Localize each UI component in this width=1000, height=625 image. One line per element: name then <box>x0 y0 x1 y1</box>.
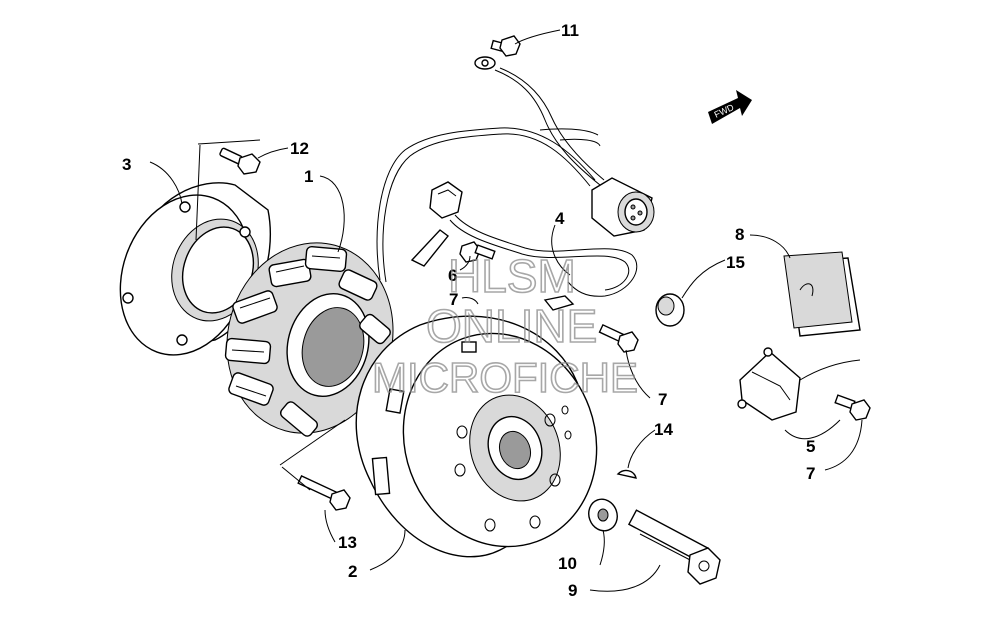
callout-6: 6 <box>448 266 457 285</box>
callout-14: 14 <box>654 420 673 439</box>
callout-10: 10 <box>558 554 577 573</box>
leader-lines <box>149 29 863 592</box>
stator <box>224 242 394 437</box>
wire-harness <box>376 56 655 311</box>
callout-11: 11 <box>561 21 579 40</box>
key-14 <box>616 469 637 479</box>
watermark-line-3: MICROFICHE <box>372 354 638 401</box>
watermark: HLSM ONLINE MICROFICHE <box>371 249 639 402</box>
callout-15: 15 <box>726 253 745 272</box>
watermark-line-1: HLSM <box>448 250 576 302</box>
callout-12: 12 <box>290 139 309 158</box>
callout-8: 8 <box>735 225 744 244</box>
watermark-line-2: ONLINE <box>426 300 597 352</box>
flywheel <box>355 315 598 558</box>
callout-1: 1 <box>304 167 313 186</box>
pickup-5 <box>737 347 871 421</box>
fwd-arrow: FWD <box>708 90 752 124</box>
screw-13 <box>297 474 351 511</box>
callout-9: 9 <box>568 581 577 600</box>
bolt-9 <box>627 509 721 585</box>
callout-2: 2 <box>348 562 357 581</box>
grommet-15 <box>655 293 685 327</box>
screw-11 <box>490 35 521 57</box>
screw-7-center <box>598 323 639 353</box>
washer-10 <box>588 498 618 532</box>
callout-4: 4 <box>555 209 565 228</box>
pad-8 <box>783 251 861 337</box>
callouts: 11 12 3 1 4 6 7 7 8 15 14 5 7 10 9 13 2 <box>122 21 815 600</box>
screw-12 <box>219 147 261 175</box>
callout-7-left: 7 <box>449 290 458 309</box>
callout-7-center: 7 <box>658 390 667 409</box>
callout-7-right: 7 <box>806 464 815 483</box>
callout-3: 3 <box>122 155 131 174</box>
screw-6 <box>459 241 496 263</box>
callout-13: 13 <box>338 533 357 552</box>
callout-5: 5 <box>806 437 815 456</box>
